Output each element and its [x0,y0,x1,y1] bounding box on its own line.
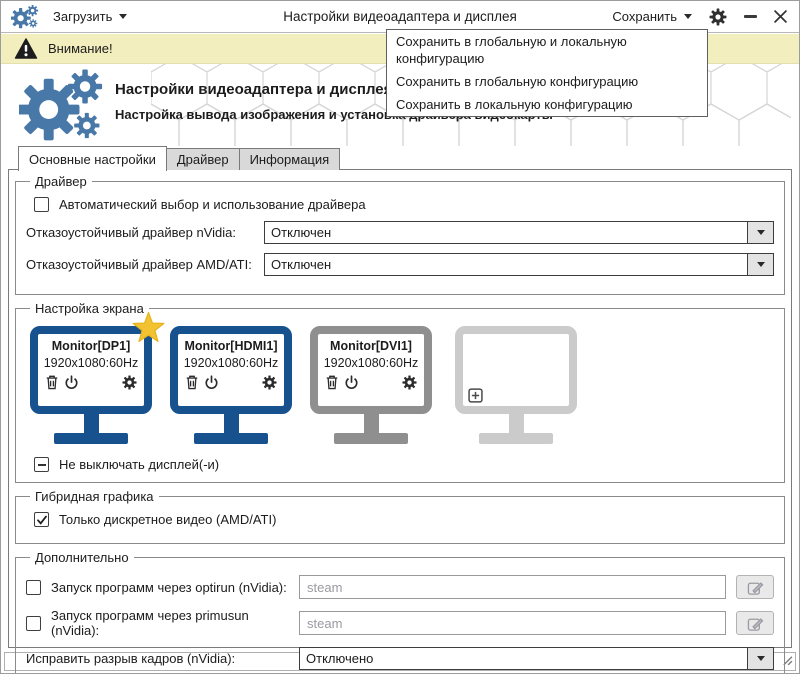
trash-icon[interactable] [45,374,59,390]
power-icon[interactable] [204,374,219,390]
load-button[interactable]: Загрузить [53,9,128,24]
primusun-checkbox[interactable] [26,615,41,631]
trash-icon[interactable] [185,374,199,390]
monitor-row: Monitor[DP1] 1920x1080:60Hz [30,311,776,444]
monitor-name: Monitor[DVI1] [330,339,412,353]
amd-failsafe-select[interactable]: Отключен [264,253,774,276]
primary-star-icon [131,310,166,347]
group-screen: Настройка экрана Monitor[DP1] 1920x1080:… [15,301,785,483]
tab-driver[interactable]: Драйвер [165,148,240,170]
auto-driver-checkbox[interactable] [34,197,49,212]
optirun-input[interactable] [299,575,726,599]
load-button-label: Загрузить [53,9,113,24]
resize-grip[interactable] [780,653,793,669]
tab-panel-main-settings: Драйвер Автоматический выбор и использов… [8,169,792,673]
monitor-widget-dvi1[interactable]: Monitor[DVI1] 1920x1080:60Hz [310,326,432,444]
monitor-name: Monitor[DP1] [51,339,131,353]
monitor-mode: 1920x1080:60Hz [43,356,139,370]
save-button-label: Сохранить [612,9,677,24]
primusun-label: Запуск программ через primusun (nVidia): [51,608,249,638]
save-menu-item-global-local[interactable]: Сохранить в глобальную и локальную конфи… [396,34,627,66]
keep-display-on-checkbox[interactable] [34,457,49,472]
group-driver-legend: Драйвер [35,174,87,189]
add-monitor-icon[interactable] [468,388,483,406]
tearfix-value: Отключено [306,651,374,666]
optirun-edit-button[interactable] [736,575,774,599]
trash-icon[interactable] [325,374,339,390]
discrete-only-label: Только дискретное видео (AMD/ATI) [59,512,277,527]
amd-failsafe-value: Отключен [271,257,332,272]
chevron-down-icon [684,14,692,19]
amd-failsafe-dropdown-button[interactable] [747,254,773,275]
save-menu: Сохранить в глобальную и локальную конфи… [386,29,708,117]
chevron-down-icon [756,656,765,661]
primusun-input[interactable] [299,611,726,635]
monitor-widget-dp1[interactable]: Monitor[DP1] 1920x1080:60Hz [30,311,165,444]
save-menu-item-global[interactable]: Сохранить в глобальную конфигурацию [396,74,639,89]
save-button[interactable]: Сохранить [612,9,692,24]
minimize-button[interactable] [744,15,757,18]
group-extra: Дополнительно Запуск программ через opti… [15,550,785,673]
monitor-name: Monitor[HDMI1] [184,339,278,353]
keep-display-on-label: Не выключать дисплей(-и) [59,457,220,472]
tearfix-dropdown-button[interactable] [747,648,773,669]
chevron-down-icon [756,230,765,235]
group-screen-legend: Настройка экрана [35,301,144,316]
app-logo-icon-large [17,67,105,146]
tearfix-select[interactable]: Отключено [299,647,774,670]
amd-failsafe-label: Отказоустойчивый драйвер AMD/ATI: [26,257,252,272]
power-icon[interactable] [344,374,359,390]
optirun-checkbox[interactable] [26,579,41,595]
settings-gear-button[interactable] [709,8,727,26]
group-hybrid: Гибридная графика Только дискретное виде… [15,489,785,544]
gear-icon[interactable] [122,374,137,390]
save-menu-item-local[interactable]: Сохранить в локальную конфигурацию [396,97,633,112]
auto-driver-label: Автоматический выбор и использование дра… [59,197,366,212]
primusun-edit-button[interactable] [736,611,774,635]
group-extra-legend: Дополнительно [35,550,129,565]
warning-icon [14,38,38,59]
monitor-mode: 1920x1080:60Hz [323,356,419,370]
discrete-only-checkbox[interactable] [34,512,49,527]
monitor-widget-hdmi1[interactable]: Monitor[HDMI1] 1920x1080:60Hz [170,326,292,444]
monitor-widget-add[interactable] [455,326,577,444]
chevron-down-icon [119,14,128,19]
tab-main-settings[interactable]: Основные настройки [18,146,167,171]
optirun-label: Запуск программ через optirun (nVidia): [51,579,287,595]
nvidia-failsafe-value: Отключен [271,225,332,240]
chevron-down-icon [756,262,765,267]
group-hybrid-legend: Гибридная графика [35,489,154,504]
nvidia-failsafe-dropdown-button[interactable] [747,222,773,243]
gear-icon[interactable] [402,374,417,390]
tab-information[interactable]: Информация [238,148,341,170]
monitor-mode: 1920x1080:60Hz [183,356,279,370]
close-button[interactable] [774,10,787,23]
page-title: Настройки видеоадаптера и дисплея [115,81,393,98]
tab-bar: Основные настройки Драйвер Информация [1,146,799,171]
app-logo-icon [11,4,39,30]
power-icon[interactable] [64,374,79,390]
tearfix-label: Исправить разрыв кадров (nVidia): [26,651,236,666]
gear-icon[interactable] [262,374,277,390]
warning-text: Внимание! [48,41,113,56]
nvidia-failsafe-label: Отказоустойчивый драйвер nVidia: [26,225,236,240]
nvidia-failsafe-select[interactable]: Отключен [264,221,774,244]
group-driver: Драйвер Автоматический выбор и использов… [15,174,785,295]
